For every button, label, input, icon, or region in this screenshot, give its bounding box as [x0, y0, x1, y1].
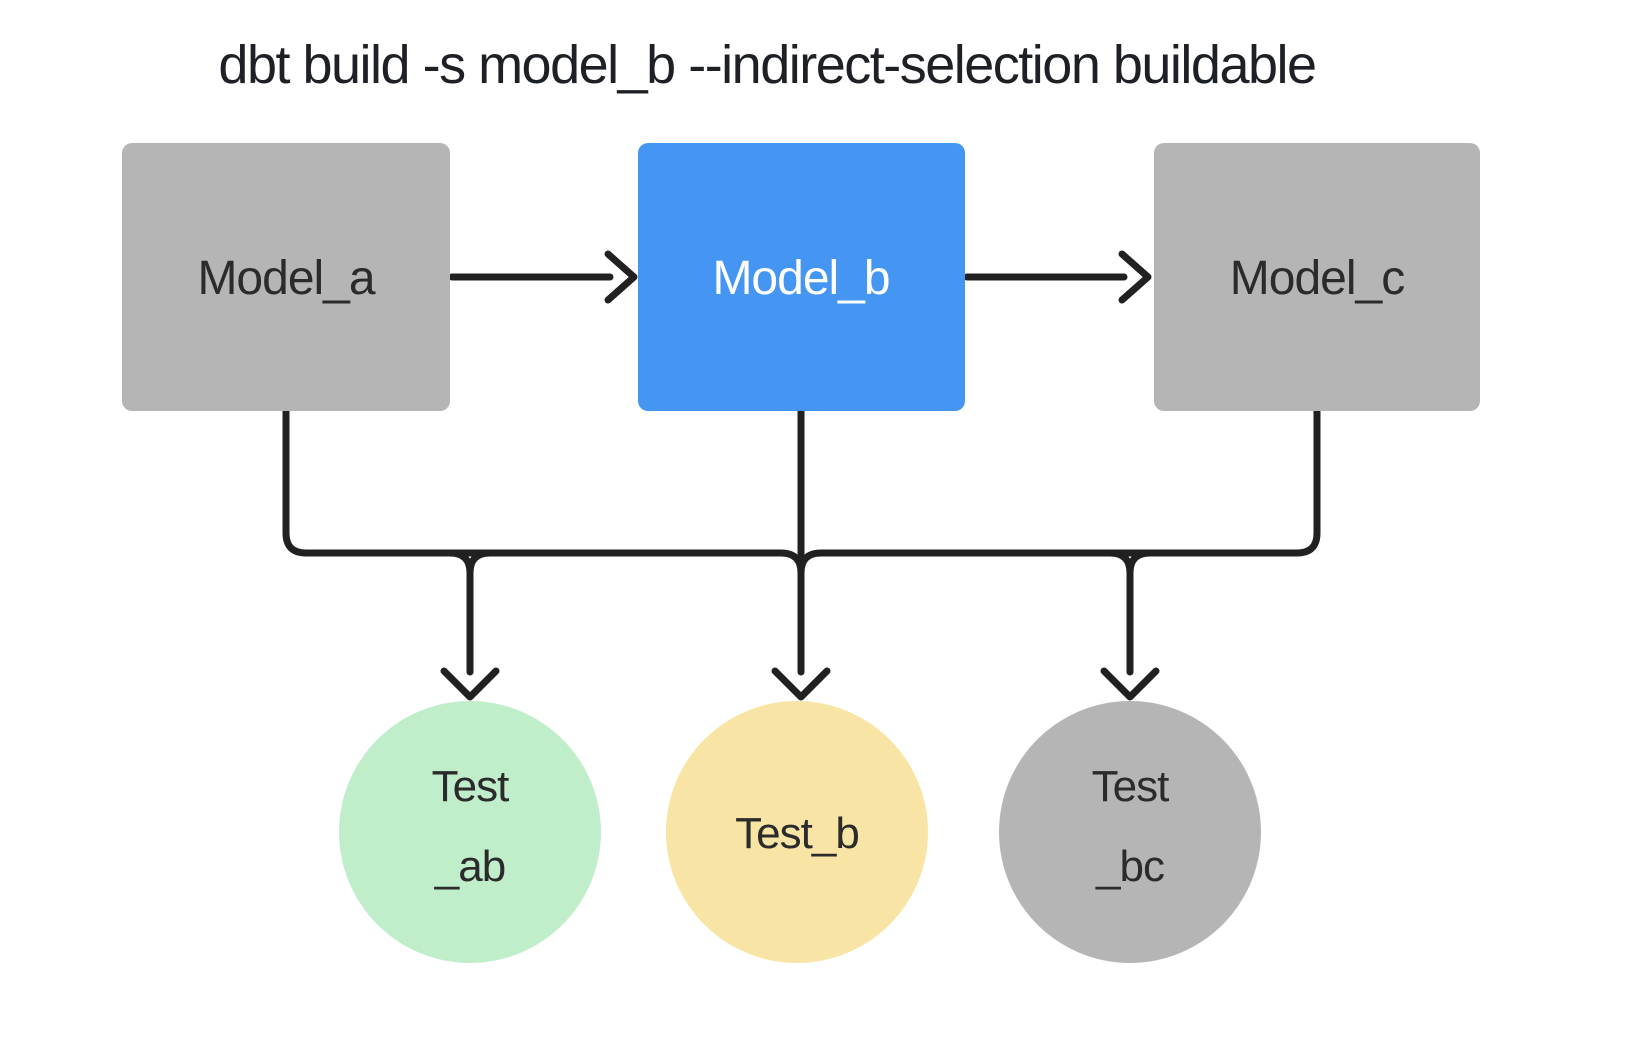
arrowhead-down-icon [1100, 667, 1160, 701]
test-bc-label-line1: Test [1092, 762, 1169, 811]
model-a-node [122, 143, 450, 411]
model-b-label: Model_b [712, 252, 889, 305]
arrowhead-down-icon [440, 667, 500, 701]
model-b-node [638, 143, 965, 411]
test-b-label: Test_b [735, 809, 859, 858]
test-bc-label-line2: _bc [1095, 842, 1164, 891]
edge-model-c-to-test-bus [797, 407, 1321, 577]
edges [282, 250, 1321, 701]
test-ab-node [339, 701, 601, 963]
test-b-node [666, 701, 928, 963]
edge-bus-to-test-bc-cusp [1126, 549, 1154, 577]
arrowhead-right-icon [1118, 250, 1152, 304]
edge-bus-to-test-ab-cusp [466, 549, 494, 577]
diagram-title: dbt build -s model_b --indirect-selectio… [218, 35, 1315, 95]
model-c-label: Model_c [1230, 252, 1404, 305]
arrowhead-right-icon [604, 250, 638, 304]
test-ab-label-line2: _ab [434, 842, 505, 891]
model-c-node [1154, 143, 1480, 411]
test-ab-label-line1: Test [432, 762, 509, 811]
test-bc-node [999, 701, 1261, 963]
model-nodes: Model_a Model_b Model_c [122, 143, 1480, 411]
arrowhead-down-icon [771, 667, 831, 701]
test-nodes: Test _ab Test_b Test _bc [339, 701, 1261, 963]
edge-model-a-to-test-bus [282, 407, 805, 577]
model-a-label: Model_a [197, 252, 375, 305]
